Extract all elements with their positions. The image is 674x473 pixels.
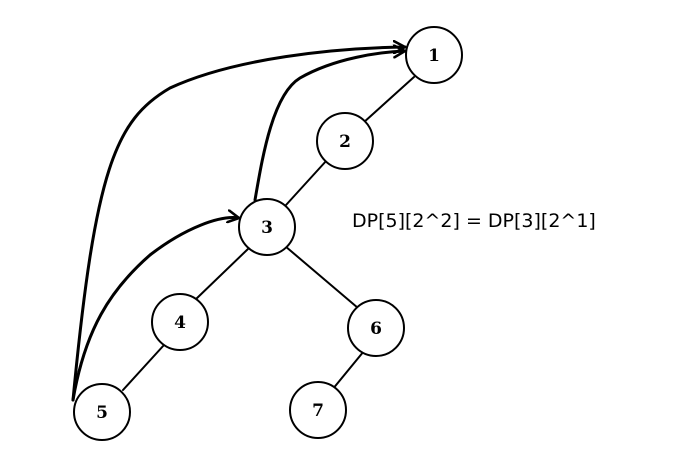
node-3: 3 <box>238 198 296 256</box>
node-7-label: 7 <box>312 401 324 421</box>
dp-formula: DP[5][2^2] = DP[3][2^1] <box>352 210 596 232</box>
edge-4-5 <box>122 344 165 391</box>
node-2-label: 2 <box>339 132 351 152</box>
node-6: 6 <box>347 299 405 357</box>
jump-arrows <box>71 47 407 402</box>
node-3-circle <box>238 198 296 256</box>
node-5-label: 5 <box>96 403 108 423</box>
node-1-label: 1 <box>428 46 440 66</box>
node-2: 2 <box>316 112 374 170</box>
node-4-label: 4 <box>174 313 186 333</box>
node-3-label: 3 <box>261 218 273 238</box>
jump-arrow-5-to-3 <box>71 218 241 402</box>
edge-3-4 <box>194 247 250 301</box>
tree-nodes: 1 2 3 4 5 6 7 <box>73 26 463 441</box>
edge-1-2 <box>362 76 415 124</box>
edge-6-7 <box>331 350 365 391</box>
node-7-circle <box>289 381 347 439</box>
tree-edges <box>122 76 415 391</box>
node-1-circle <box>405 26 463 84</box>
edge-2-3 <box>285 159 328 206</box>
node-7: 7 <box>289 381 347 439</box>
edge-3-6 <box>284 245 359 309</box>
jump-arrow-5-to-1 <box>71 47 407 402</box>
node-1: 1 <box>405 26 463 84</box>
node-2-circle <box>316 112 374 170</box>
node-4: 4 <box>151 293 209 351</box>
jump-arrow-3-to-1 <box>253 51 407 202</box>
node-5-circle <box>73 383 131 441</box>
node-6-circle <box>347 299 405 357</box>
node-4-circle <box>151 293 209 351</box>
node-6-label: 6 <box>370 319 382 339</box>
node-5: 5 <box>73 383 131 441</box>
